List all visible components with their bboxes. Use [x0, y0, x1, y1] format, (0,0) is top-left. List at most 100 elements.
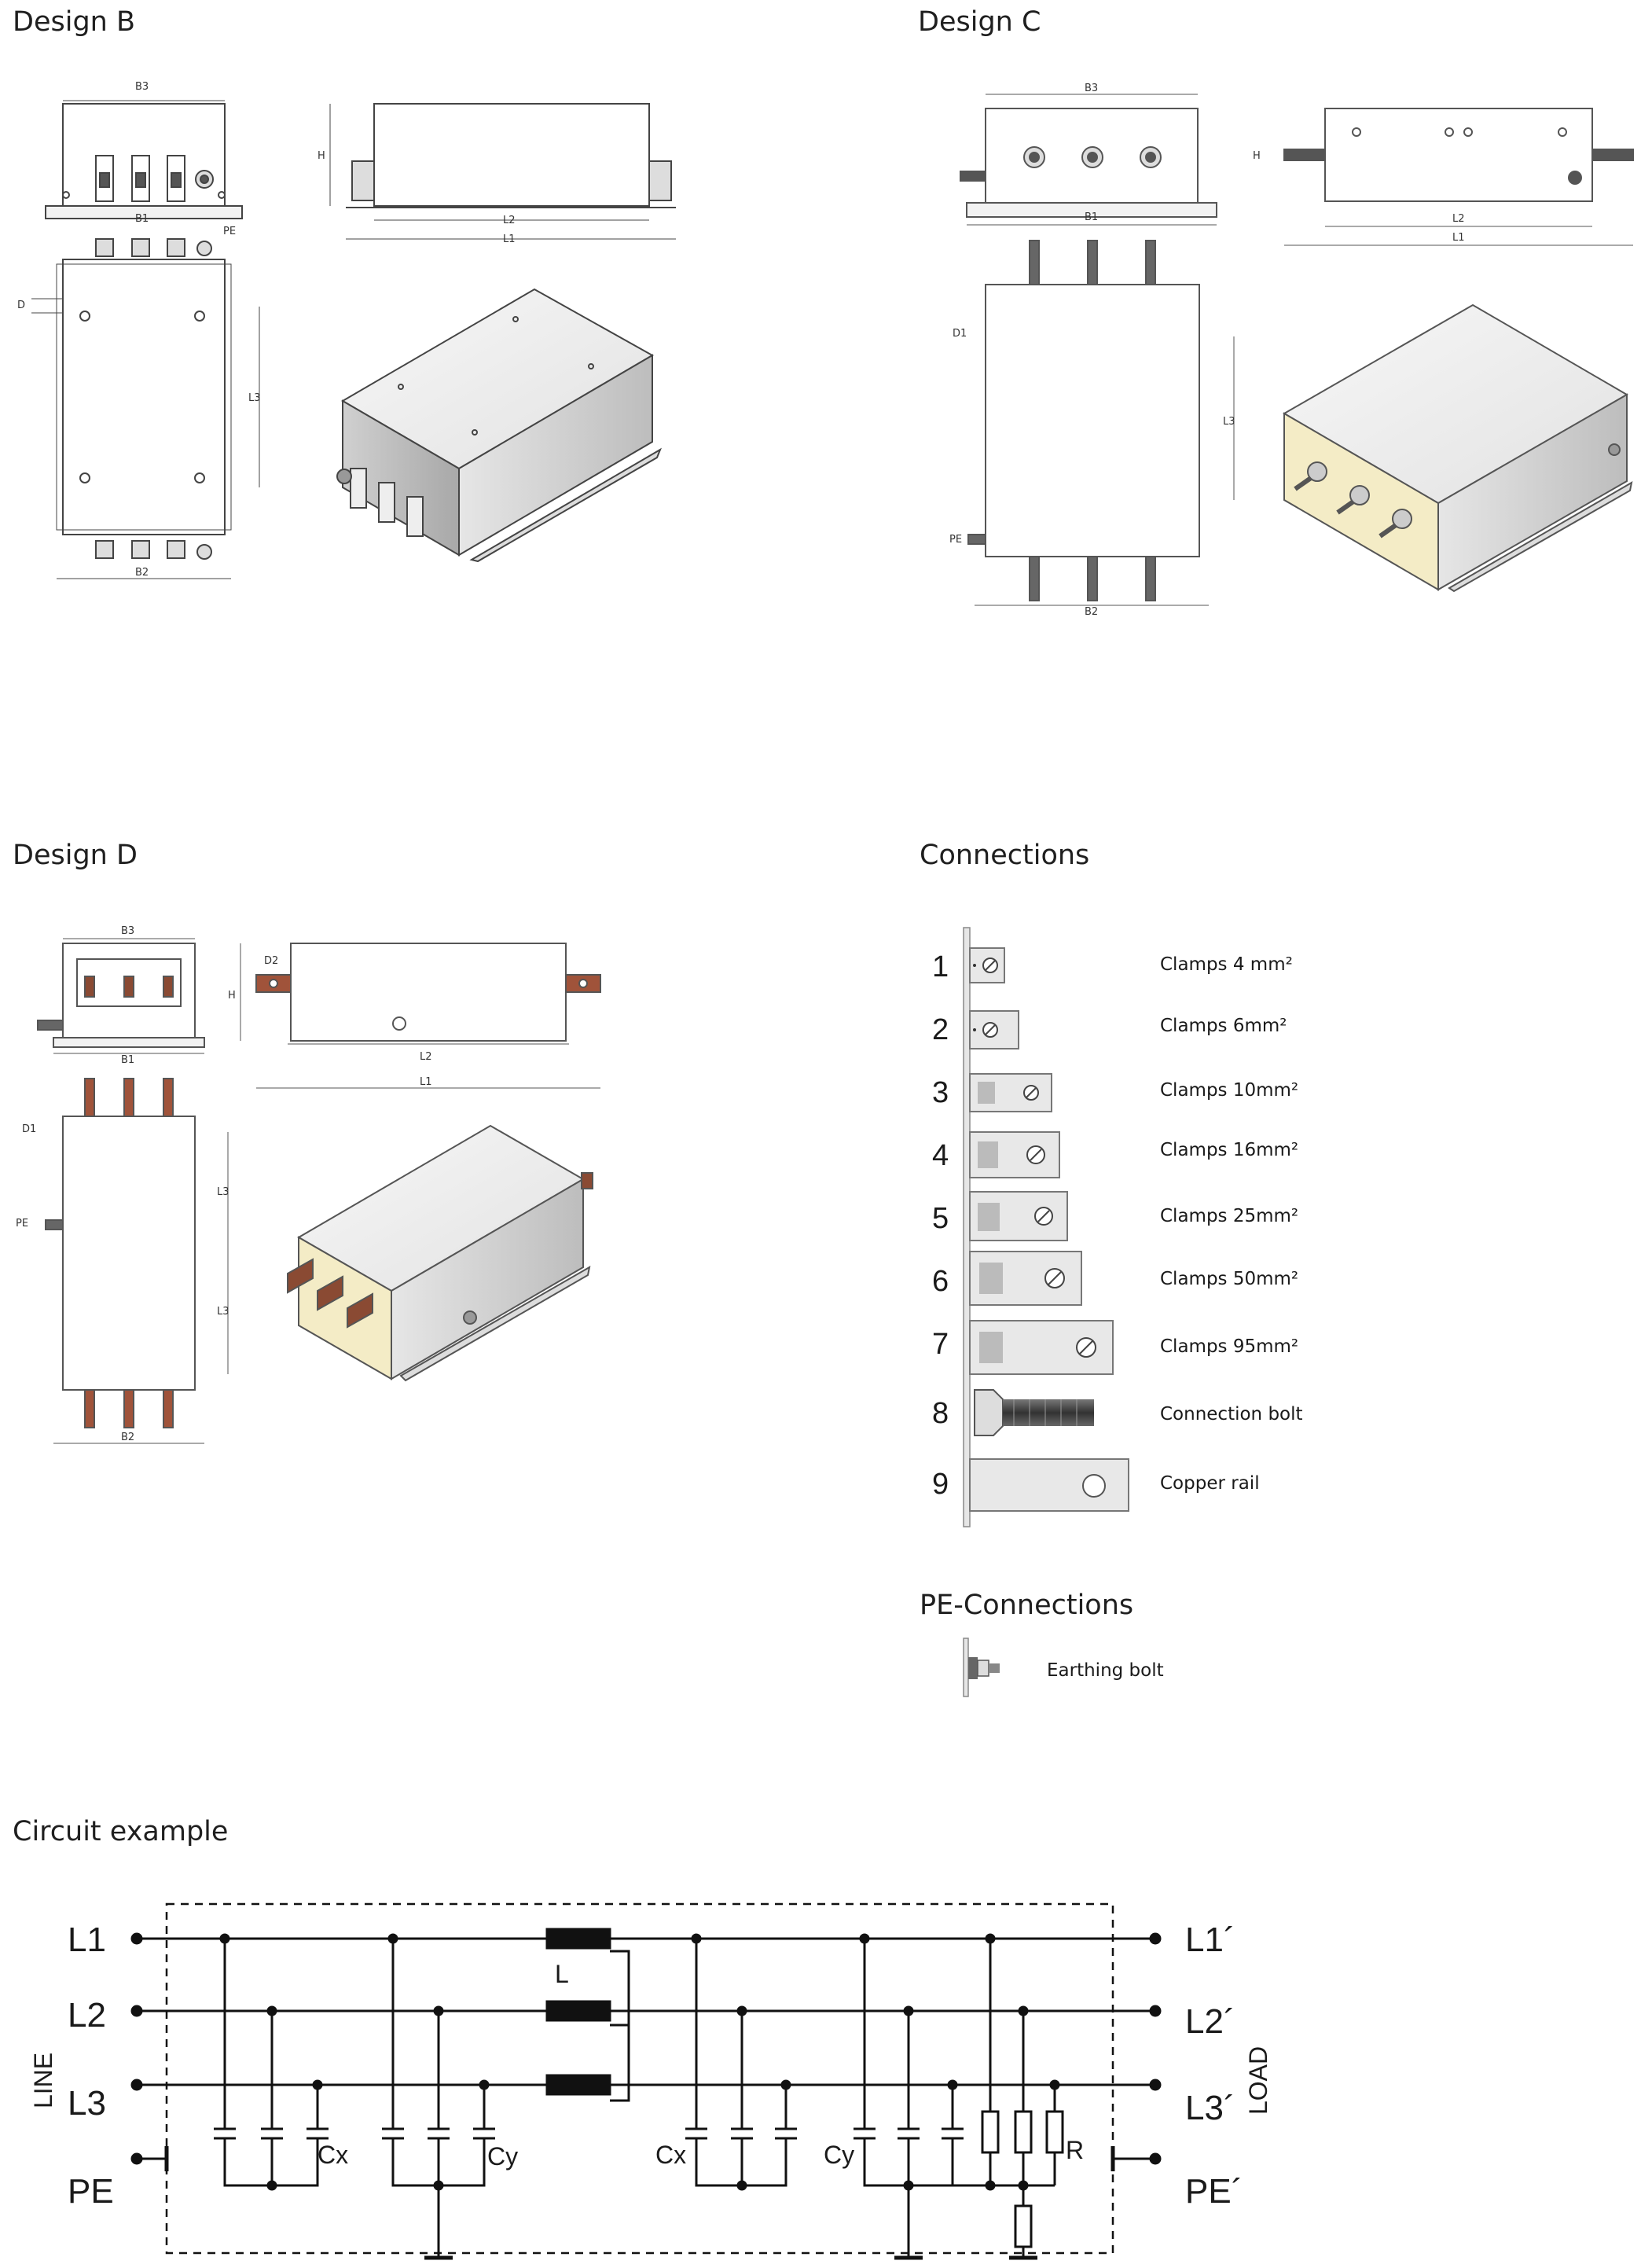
connection-label-8: Connection bolt: [1160, 1404, 1303, 1424]
connection-num-6: 6: [932, 1265, 949, 1298]
design-c-drawing: B3 B1 H L2 L1 D1 L3 PE B2: [949, 83, 1634, 618]
connection-label-7: Clamps 95mm²: [1160, 1336, 1298, 1357]
design-c-d1-label: D1: [953, 328, 967, 340]
design-b-front-view: [45, 100, 243, 219]
design-b-pe-label: PE: [223, 226, 236, 237]
design-b-l3-label: L3: [248, 392, 261, 404]
circuit-resistor-label: R: [1066, 2136, 1084, 2164]
design-d-l3b-label: L3: [217, 1306, 229, 1318]
connection-num-4: 4: [932, 1139, 949, 1172]
design-b-side-view: [329, 103, 676, 240]
clamp-50mm-icon: [969, 1251, 1082, 1306]
clamp-10mm-icon: [969, 1073, 1052, 1112]
pe-connections-figure: Earthing bolt: [963, 1638, 1164, 1697]
design-d-d2-label: D2: [264, 955, 278, 967]
design-b-title: Design B: [13, 6, 135, 38]
connection-label-6: Clamps 50mm²: [1160, 1269, 1298, 1289]
cy-capacitors-left: [382, 1933, 495, 2260]
connections-title: Connections: [920, 840, 1090, 871]
circuit-l1-in: L1: [68, 1921, 106, 1959]
connection-num-5: 5: [932, 1202, 949, 1235]
connection-num-8: 8: [932, 1397, 949, 1430]
connection-label-4: Clamps 16mm²: [1160, 1140, 1298, 1160]
circuit-pe-out: PE´: [1185, 2172, 1243, 2211]
cx-capacitors-left: [214, 1933, 329, 2191]
connections-figure: 1 2 3 4 5 6 7 8 9 Clamps 4 mm² Clamps 6m…: [932, 927, 1303, 1527]
connection-label-3: Clamps 10mm²: [1160, 1080, 1298, 1101]
design-d-b3-label: B3: [121, 925, 134, 937]
cx-capacitors-right: [685, 1933, 797, 2191]
design-d-side-view: [240, 943, 601, 1089]
circuit-l1-out: L1´: [1185, 1921, 1235, 1959]
circuit-load-label: LOAD: [1244, 2046, 1272, 2115]
design-c-title: Design C: [918, 6, 1041, 38]
design-c-isometric-view: [1283, 303, 1633, 593]
circuit-cx2-label: Cx: [655, 2141, 686, 2169]
design-c-pe-label: PE: [949, 534, 962, 546]
clamp-16mm-icon: [969, 1131, 1060, 1178]
circuit-example-title: Circuit example: [13, 1816, 229, 1847]
circuit-cy1-label: Cy: [487, 2142, 518, 2171]
design-b-b2-label: B2: [135, 567, 149, 579]
design-d-title: Design D: [13, 840, 138, 871]
design-b-l1-label: L1: [503, 233, 516, 245]
circuit-cx1-label: Cx: [318, 2141, 348, 2169]
design-c-h-label: H: [1253, 150, 1261, 162]
design-c-l3-label: L3: [1223, 416, 1235, 428]
resistor-network: [953, 1933, 1064, 2260]
circuit-line-label: LINE: [29, 2053, 57, 2108]
circuit-l3-out: L3´: [1185, 2089, 1235, 2127]
clamp-6mm-icon: [969, 1010, 1019, 1049]
connection-num-3: 3: [932, 1076, 949, 1109]
design-d-drawing: B3 B1 D2 H L2 L1 D1 PE L3 L3 B2: [16, 925, 601, 1444]
clamp-4mm-icon: [969, 947, 1005, 983]
design-b-b1-label: B1: [135, 213, 149, 225]
design-d-front-view: [37, 938, 205, 1054]
design-d-d1-label: D1: [22, 1123, 36, 1135]
design-c-l2-label: L2: [1452, 213, 1465, 225]
design-c-front-view: [960, 94, 1217, 226]
connection-label-1: Clamps 4 mm²: [1160, 954, 1293, 975]
circuit-cy2-label: Cy: [824, 2141, 854, 2169]
design-d-top-view: [45, 1078, 229, 1444]
design-d-b1-label: B1: [121, 1054, 134, 1066]
connection-label-2: Clamps 6mm²: [1160, 1016, 1287, 1036]
connection-num-2: 2: [932, 1013, 949, 1046]
circuit-l2-in: L2: [68, 1996, 106, 2035]
circuit-diagram: L1 L2 L3 PE L1´ L2´ L3´ PE´ LINE LOAD L …: [29, 1902, 1272, 2260]
connection-num-9: 9: [932, 1468, 949, 1501]
earthing-bolt-icon: [968, 1657, 1000, 1679]
connection-num-1: 1: [932, 950, 949, 983]
design-d-l3a-label: L3: [217, 1186, 229, 1198]
inductor-symbol: [545, 1928, 630, 2102]
design-c-side-view: [1283, 108, 1634, 246]
clamp-95mm-icon: [969, 1320, 1114, 1375]
clamp-25mm-icon: [969, 1191, 1068, 1241]
design-b-top-view: [31, 238, 260, 579]
design-d-l2-label: L2: [420, 1051, 432, 1063]
connection-label-9: Copper rail: [1160, 1473, 1260, 1494]
cy-capacitors-right: [854, 1933, 964, 2260]
design-b-b3-label: B3: [135, 81, 149, 93]
connection-num-7: 7: [932, 1328, 949, 1361]
copper-rail-icon: [969, 1458, 1129, 1512]
circuit-pe-in: PE: [68, 2172, 114, 2211]
earthing-bolt-label: Earthing bolt: [1047, 1660, 1164, 1681]
design-b-d-label: D: [17, 300, 25, 311]
circuit-l3-in: L3: [68, 2084, 106, 2123]
circuit-inductor-label: L: [555, 1960, 569, 1988]
design-d-l1-label: L1: [420, 1076, 432, 1088]
design-b-drawing: B3 B1 PE H L2 L1 D L3: [17, 81, 676, 579]
design-c-top-view: [967, 240, 1235, 606]
design-d-h-label: H: [228, 990, 236, 1002]
connection-bolt-icon: [974, 1389, 1094, 1436]
design-d-pe-label: PE: [16, 1218, 28, 1230]
connection-label-5: Clamps 25mm²: [1160, 1206, 1298, 1226]
design-c-b1-label: B1: [1085, 211, 1098, 223]
design-b-h-label: H: [318, 150, 325, 162]
design-b-isometric-view: [336, 288, 663, 563]
design-b-l2-label: L2: [503, 215, 516, 226]
design-c-l1-label: L1: [1452, 232, 1465, 244]
design-c-b3-label: B3: [1085, 83, 1098, 94]
